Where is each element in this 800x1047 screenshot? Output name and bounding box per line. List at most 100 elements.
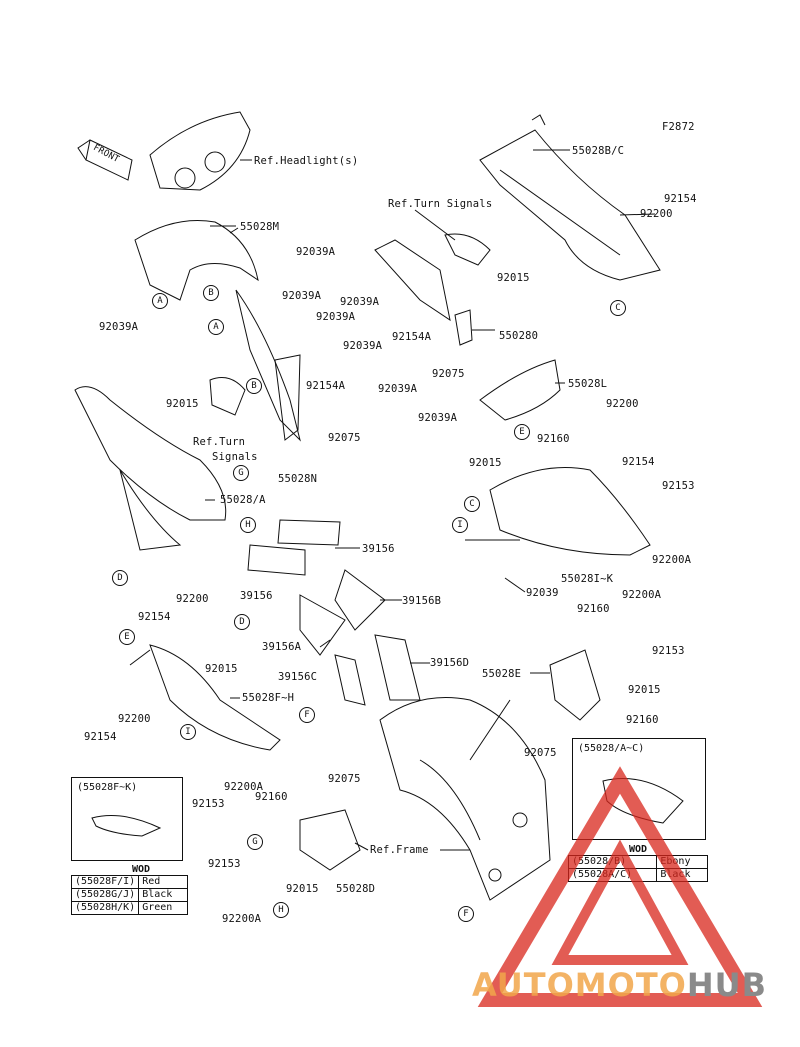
inset-right-title: (55028/A~C)	[578, 743, 645, 754]
callout-A: A	[152, 293, 168, 309]
callout-H: H	[273, 902, 289, 918]
part-550280: 550280	[499, 330, 539, 342]
part-92075-4: 92075	[328, 773, 361, 785]
watermark-part2: HUB	[686, 966, 768, 1004]
callout-H: H	[240, 517, 256, 533]
part-92039A-2: 92039A	[340, 296, 380, 308]
part-92039A-5: 92039A	[343, 340, 383, 352]
cowl-55028M	[134, 219, 259, 301]
part-39156: 39156	[362, 543, 395, 555]
inset-right-wod-label: WOD	[628, 844, 648, 855]
part-39156D: 39156D	[430, 657, 470, 669]
part-92153-2: 92153	[652, 645, 685, 657]
callout-E: E	[514, 424, 530, 440]
callout-G: G	[233, 465, 249, 481]
callout-I: I	[452, 517, 468, 533]
part-92075-1: 92075	[432, 368, 465, 380]
inset-left-wod-label: WOD	[131, 864, 151, 875]
callout-A: A	[208, 319, 224, 335]
callout-D: D	[112, 570, 128, 586]
part-92039A-7: 92039A	[418, 412, 458, 424]
part-92039: 92039	[526, 587, 559, 599]
callout-F: F	[458, 906, 474, 922]
part-92039A-left: 92039A	[99, 321, 139, 333]
callout-C: C	[464, 496, 480, 512]
part-92160-1: 92160	[537, 433, 570, 445]
wod-color: Red	[138, 875, 189, 889]
part-92200A-3: 92200A	[224, 781, 264, 793]
part-39156A: 39156A	[262, 641, 302, 653]
part-92075-3: 92075	[524, 747, 557, 759]
wod-row: (55028F/I)Red	[70, 875, 189, 889]
watermark-text: AUTOMOTOHUB	[472, 966, 767, 1004]
figure-code: F2872	[662, 121, 695, 133]
front-arrow-icon	[77, 139, 133, 181]
part-92200A-2: 92200A	[622, 589, 662, 601]
part-92075-2: 92075	[328, 432, 361, 444]
part-92200-top: 92200	[640, 208, 673, 220]
watermark-triangle-icon	[477, 766, 763, 1007]
ref-turn: Ref.Turn	[193, 436, 246, 448]
part-92154-top: 92154	[664, 193, 697, 205]
part-92015-b: 92015	[166, 398, 199, 410]
part-92153-3: 92153	[192, 798, 225, 810]
part-55028L: 55028L	[568, 378, 608, 390]
part-92160-2: 92160	[577, 603, 610, 615]
callout-C: C	[610, 300, 626, 316]
part-92160-3: 92160	[626, 714, 659, 726]
wod-code: (55028H/K)	[70, 901, 140, 915]
upper-fairing	[479, 129, 661, 281]
part-92153-4: 92153	[208, 858, 241, 870]
part-92154-l: 92154	[138, 611, 171, 623]
part-92015-c: 92015	[469, 457, 502, 469]
callout-B: B	[203, 285, 219, 301]
callout-B: B	[246, 378, 262, 394]
callout-E: E	[119, 629, 135, 645]
part-92200-r: 92200	[606, 398, 639, 410]
wod-code: (55028F/I)	[70, 875, 140, 889]
part-92015-a: 92015	[497, 272, 530, 284]
part-92154A-1: 92154A	[392, 331, 432, 343]
part-92015-d: 92015	[205, 663, 238, 675]
part-55028D: 55028D	[336, 883, 376, 895]
signals: Signals	[212, 451, 258, 463]
part-92015-f: 92015	[286, 883, 319, 895]
ref-frame: Ref.Frame	[370, 844, 429, 856]
part-92154-l2: 92154	[84, 731, 117, 743]
part-92200A-4: 92200A	[222, 913, 262, 925]
callout-G: G	[247, 834, 263, 850]
part-39156C: 39156C	[278, 671, 318, 683]
part-55028A: 55028/A	[220, 494, 266, 506]
part-92153-r: 92153	[662, 480, 695, 492]
wod-row: (55028G/J)Black	[70, 888, 189, 902]
wod-color: Black	[138, 888, 189, 902]
inset-left-wod: WOD (55028F/I)Red (55028G/J)Black (55028…	[70, 864, 211, 915]
part-92200-l2: 92200	[118, 713, 151, 725]
part-55028N: 55028N	[278, 473, 318, 485]
lower-fairing-right	[489, 467, 651, 556]
wod-row: (55028H/K)Green	[70, 901, 189, 915]
lower-fairing-left	[149, 644, 281, 751]
side-fairing-left	[74, 386, 227, 521]
part-92160-4: 92160	[255, 791, 288, 803]
ref-headlights: Ref.Headlight(s)	[254, 155, 359, 167]
callout-I: I	[180, 724, 196, 740]
part-39156B: 39156B	[402, 595, 442, 607]
part-55028M: 55028M	[240, 221, 280, 233]
part-92015-e: 92015	[628, 684, 661, 696]
part-55028BC: 55028B/C	[572, 145, 625, 157]
part-92200A-r: 92200A	[652, 554, 692, 566]
part-55028FH: 55028F~H	[242, 692, 295, 704]
part-92039A-3: 92039A	[282, 290, 322, 302]
callout-D: D	[234, 614, 250, 630]
part-92154A-2: 92154A	[306, 380, 346, 392]
wod-code: (55028G/J)	[70, 888, 140, 902]
callout-F: F	[299, 707, 315, 723]
lower-fairing-thumb-icon	[91, 815, 162, 837]
inset-left-title: (55028F~K)	[77, 782, 138, 793]
headlight-shape	[149, 111, 251, 191]
ref-turn-signals-top: Ref.Turn Signals	[388, 198, 493, 210]
inset-left-wod-table: (55028F/I)Red (55028G/J)Black (55028H/K)…	[70, 875, 189, 915]
